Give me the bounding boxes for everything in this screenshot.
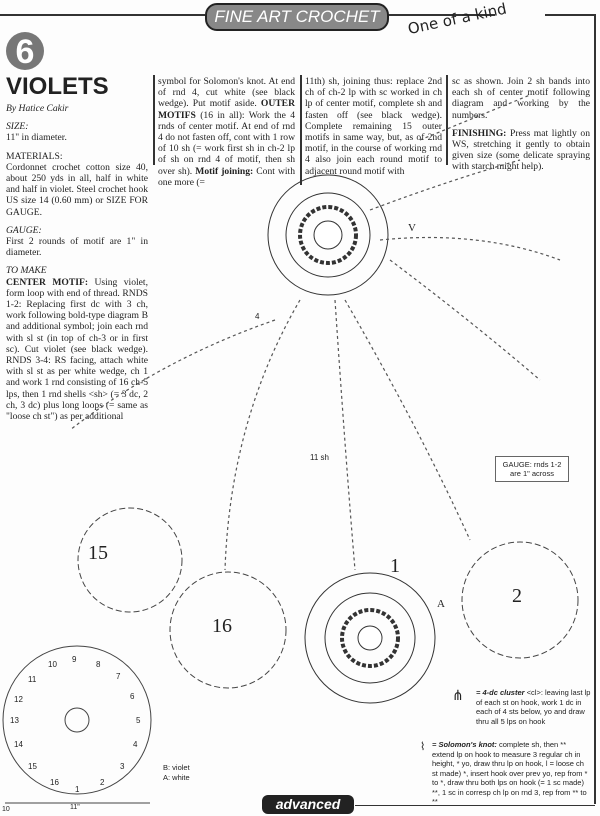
materials-text: Cordonnet crochet cotton size 40, about … — [6, 161, 148, 218]
band-label: 11 sh — [310, 453, 329, 462]
column-rule — [446, 75, 448, 165]
joining-label: Motif joining: — [195, 165, 254, 177]
cluster-text: <cl>: leaving last lp of each st on hook… — [476, 688, 591, 726]
key-white: A: white — [163, 772, 190, 782]
column-2: symbol for Solomon's knot. At end of rnd… — [158, 76, 295, 188]
col2-text: symbol for Solomon's knot. At end of rnd… — [158, 76, 295, 110]
size-text: 11" in diameter. — [6, 132, 67, 144]
outer-motifs — [77, 507, 579, 689]
small-number: 4 — [133, 740, 138, 749]
dimension-label: 11" — [70, 804, 80, 811]
key-violet: B: violet — [163, 763, 190, 772]
small-layout-diagram — [2, 645, 152, 804]
gauge-box-line: GAUGE: rnds 1-2 — [502, 460, 562, 469]
motif-label: 1 — [390, 555, 400, 577]
small-number: 9 — [72, 655, 77, 664]
solomons-knot-icon: ⌇ — [420, 741, 426, 753]
difficulty-badge: advanced — [262, 795, 354, 814]
section-title: FINE ART CROCHET — [205, 3, 389, 31]
col4-text: sc as shown. Join 2 sh bands into each s… — [452, 76, 590, 121]
small-number: 7 — [116, 672, 121, 681]
small-number: 3 — [120, 762, 125, 771]
knot-text: complete sh, then ** extend lp on hook t… — [432, 740, 588, 806]
pattern-number: 6 — [6, 32, 44, 71]
materials-label: MATERIALS: — [6, 150, 63, 162]
small-number: 10 — [48, 660, 57, 669]
gauge-box-line: are 1" across — [510, 469, 554, 478]
small-number: 6 — [130, 692, 135, 701]
outer-motifs-text: (16 in all): Work the 4 rnds of center m… — [158, 109, 295, 177]
knot-name: = Solomon's knot: — [432, 740, 497, 749]
header-rule — [0, 14, 205, 16]
small-number: 2 — [100, 778, 105, 787]
small-number: 14 — [14, 740, 23, 749]
cluster-legend: = 4-dc cluster <cl>: leaving last lp of … — [476, 688, 591, 726]
footer-rule — [355, 805, 595, 806]
marker-a: A — [437, 598, 445, 610]
motif-center — [304, 572, 436, 704]
small-number: 16 — [50, 778, 59, 787]
to-make-label: TO MAKE — [6, 265, 47, 277]
joining-text: Cont with one more (= — [158, 165, 296, 188]
small-number: 13 — [10, 716, 19, 725]
page-border — [594, 14, 596, 804]
gauge-label: GAUGE: — [6, 224, 42, 236]
column-rule — [300, 75, 302, 185]
column-1: By Hatice Cakir SIZE: 11" in diameter. M… — [6, 103, 148, 422]
gauge-box: GAUGE: rnds 1-2 are 1" across — [495, 456, 569, 482]
small-number: 1 — [75, 785, 80, 794]
size-label: SIZE: — [6, 121, 29, 133]
outer-motifs-label: OUTER MOTIFS — [158, 98, 295, 121]
header-rule — [385, 14, 495, 16]
page-number: 10 — [2, 806, 10, 813]
motif-label: 2 — [512, 585, 522, 607]
col3-text: 11th) sh, joining thus: replace 2nd ch o… — [305, 76, 442, 177]
marker-4: 4 — [255, 312, 260, 321]
motif-top — [267, 174, 389, 296]
page-title: VIOLETS — [6, 73, 109, 100]
small-number: 12 — [14, 695, 23, 704]
cluster-symbol-icon: ⋔ — [452, 689, 464, 704]
center-motif-label: CENTER MOTIF: — [6, 276, 89, 288]
shell-bands — [69, 94, 561, 571]
byline: By Hatice Cakir — [6, 103, 69, 114]
cluster-name: = 4-dc cluster — [476, 688, 525, 697]
gauge-text: First 2 rounds of motif are 1" in diamet… — [6, 236, 148, 259]
small-number: 5 — [136, 716, 141, 725]
color-key: B: violet A: white — [163, 763, 190, 782]
motif-label: 16 — [212, 615, 232, 637]
finishing-label: FINISHING: — [452, 127, 507, 139]
header-rule — [545, 14, 595, 16]
center-motif-text: Using violet, form loop with end of thre… — [6, 276, 148, 423]
motif-label: 15 — [88, 542, 108, 564]
small-number: 15 — [28, 762, 37, 771]
knot-legend: = Solomon's knot: complete sh, then ** e… — [432, 740, 590, 807]
marker-v: V — [408, 222, 416, 234]
small-number: 11 — [28, 675, 37, 684]
column-rule — [153, 75, 155, 165]
small-number: 8 — [96, 660, 101, 669]
column-3: 11th) sh, joining thus: replace 2nd ch o… — [305, 76, 442, 177]
